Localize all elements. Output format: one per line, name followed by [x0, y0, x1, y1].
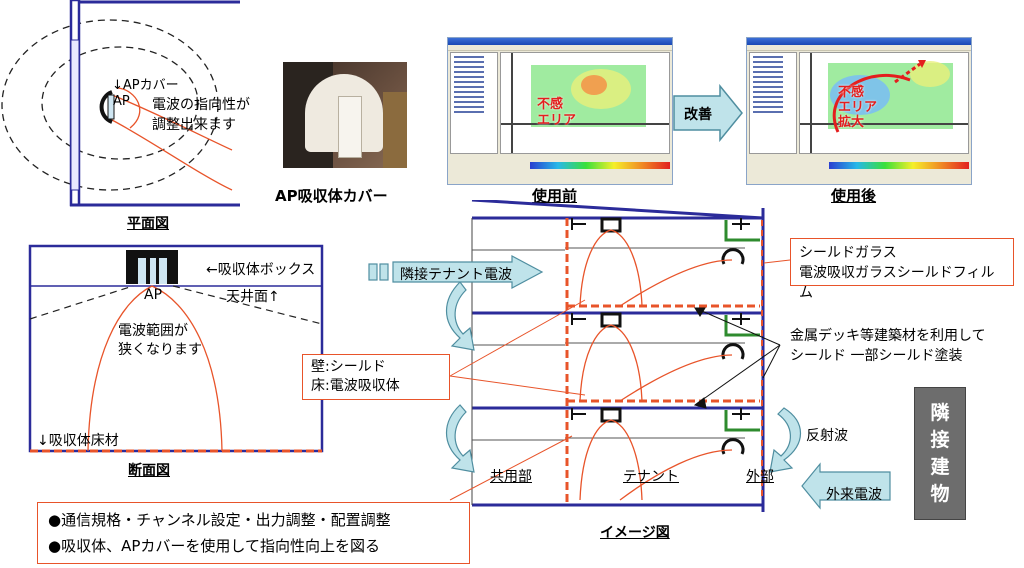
after-overlay-marks — [832, 60, 926, 133]
before-dead-zone-label: 不感 エリア — [537, 97, 576, 129]
outside-wave-label: 外来電波 — [826, 487, 882, 503]
building-char-2: 接 — [930, 428, 950, 451]
plan-ap-label: AP — [113, 94, 130, 109]
improve-label: 改善 — [684, 107, 712, 123]
building-char-1: 隣 — [930, 401, 950, 424]
after-overlay-line2: エリア — [838, 100, 878, 115]
image-caption: イメージ図 — [600, 525, 670, 541]
plan-caption: 平面図 — [127, 216, 169, 232]
building-diagram — [368, 200, 891, 512]
section-view-diagram — [28, 244, 324, 453]
neighbor-wave-label: 隣接テナント電波 — [400, 267, 512, 283]
screen-before — [447, 37, 673, 185]
before-caption: 使用前 — [532, 187, 578, 205]
photo-caption: AP吸収体カバー — [275, 187, 388, 205]
wall-line1: 壁:シールド — [311, 359, 386, 375]
wave-curve-upper — [111, 94, 233, 151]
screen-after — [746, 37, 972, 185]
section-ap-label: AP — [144, 287, 163, 303]
inner-range-ellipse — [41, 46, 199, 160]
reflected-wave-label: 反射波 — [806, 428, 848, 444]
ceiling-label: 天井面↑ — [226, 289, 280, 305]
metal-line1: 金属デッキ等建築材を利用して — [790, 328, 986, 344]
exterior-label: 外部 — [746, 469, 774, 485]
shield-glass-callout: シールドガラス 電波吸収ガラスシールドフィルム — [790, 238, 1014, 301]
building-char-4: 物 — [930, 482, 950, 505]
after-dead-zone-label: 不感 エリア 拡大 — [838, 85, 877, 130]
glass-line2: 電波吸収ガラスシールドフィルム — [799, 265, 995, 301]
floor-label: ↓吸収体床材 — [37, 433, 119, 449]
after-overlay-line3: 拡大 — [838, 115, 865, 130]
range-line2: 狭くなります — [118, 342, 202, 358]
absorber-box-label: ←吸収体ボックス — [206, 262, 316, 278]
glass-line1: シールドガラス — [799, 245, 897, 261]
building-char-3: 建 — [930, 455, 950, 478]
metal-line2: シールド 一部シールド塗装 — [790, 348, 963, 364]
wall-floor-callout: 壁:シールド 床:電波吸収体 — [302, 354, 450, 400]
plan-note-line2: 調整出来ます — [152, 117, 236, 133]
metal-deck-note: 金属デッキ等建築材を利用して シールド 一部シールド塗装 — [790, 326, 1020, 366]
ap-cover-label: ↓APカバー — [112, 78, 179, 93]
summary-box: ●通信規格・チャンネル設定・出力調整・配置調整 ●吸収体、APカバーを使用して指… — [37, 502, 470, 564]
plan-view-diagram — [1, 0, 240, 207]
improve-arrow — [673, 84, 743, 142]
adjacent-building: 隣 接 建 物 — [914, 387, 966, 520]
common-area-label: 共用部 — [490, 469, 532, 485]
ap-units — [600, 217, 622, 423]
before-overlay-line2: エリア — [537, 113, 577, 128]
bullet-2: ●吸収体、APカバーを使用して指向性向上を図る — [48, 537, 380, 555]
bullet-1: ●通信規格・チャンネル設定・出力調整・配置調整 — [48, 511, 391, 529]
plan-note-line1: 電波の指向性が — [152, 97, 250, 113]
after-overlay-line1: 不感 — [838, 85, 865, 100]
wave-curve-lower — [111, 119, 233, 191]
range-line1: 電波範囲が — [118, 323, 188, 339]
ap-cover-shape — [99, 90, 113, 124]
tenant-label: テナント — [623, 469, 679, 485]
ap-absorber-cover-photo — [283, 62, 407, 168]
after-caption: 使用後 — [831, 187, 877, 205]
ap-device — [107, 94, 115, 120]
wall-line2: 床:電波吸収体 — [311, 378, 400, 394]
before-overlay-line1: 不感 — [537, 97, 564, 112]
wave-curve-front — [117, 87, 141, 129]
outer-range-ellipse — [1, 19, 219, 191]
section-caption: 断面図 — [128, 463, 170, 479]
